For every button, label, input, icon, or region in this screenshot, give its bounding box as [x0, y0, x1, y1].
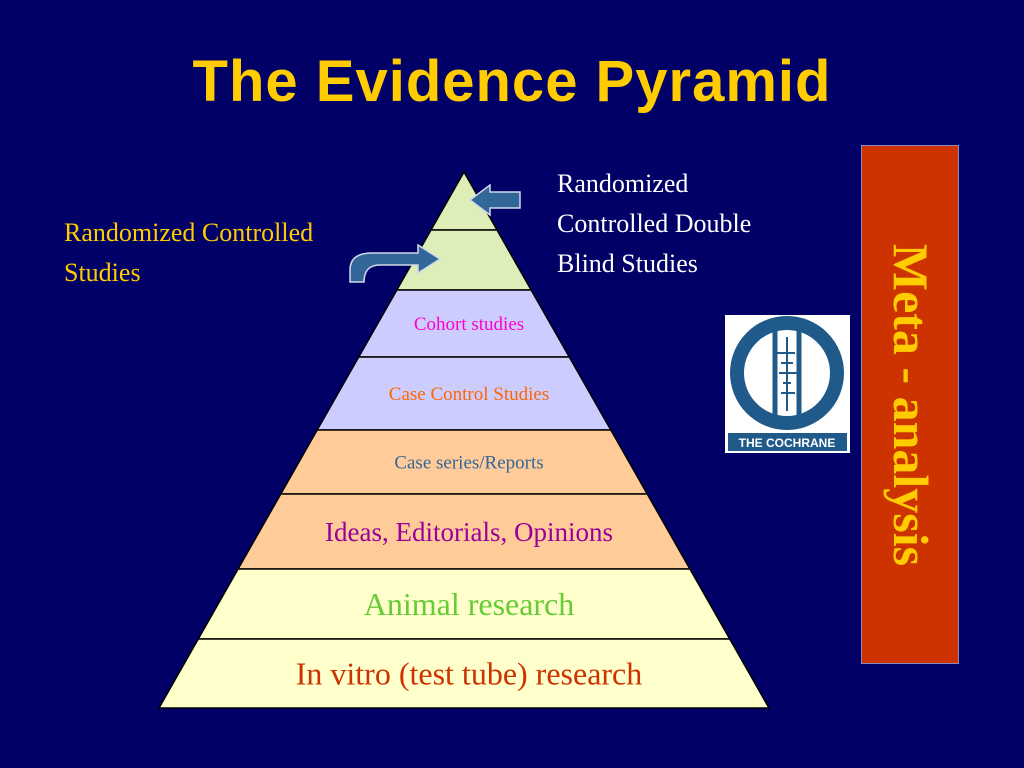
pyramid-tier-label: Animal research: [364, 586, 575, 622]
curved-arrow-to-rct-tier-icon: [349, 243, 442, 283]
randomized-controlled-studies-note: Randomized Controlled Studies: [64, 213, 424, 293]
rcdb-note-line: Blind Studies: [557, 249, 698, 278]
arrow-to-top-tier-icon: [468, 183, 521, 217]
rcdb-note-line: Randomized: [557, 169, 689, 198]
cochrane-logo: THE COCHRANE: [725, 315, 850, 453]
meta-analysis-label: Meta - analysis: [883, 243, 939, 567]
pyramid-tier-label: Cohort studies: [414, 314, 524, 335]
meta-analysis-box: Meta - analysis: [861, 145, 959, 664]
pyramid-tier-label: In vitro (test tube) research: [296, 656, 643, 692]
rcdb-note-line: Controlled Double: [557, 209, 752, 238]
rcs-note-line: Randomized Controlled: [64, 218, 314, 247]
pyramid-tier-label: Case series/Reports: [394, 453, 543, 474]
cochrane-logo-text: THE COCHRANE: [739, 436, 836, 450]
double-blind-studies-note: Randomized Controlled Double Blind Studi…: [557, 164, 837, 284]
cochrane-logo-mark-icon: THE COCHRANE: [728, 316, 847, 451]
pyramid-tier-label: Ideas, Editorials, Opinions: [325, 517, 613, 547]
pyramid-tier-8: [157, 638, 771, 709]
rcs-note-line: Studies: [64, 258, 141, 287]
slide-title: The Evidence Pyramid: [192, 49, 832, 114]
pyramid-tier-label: Case Control Studies: [389, 384, 549, 405]
